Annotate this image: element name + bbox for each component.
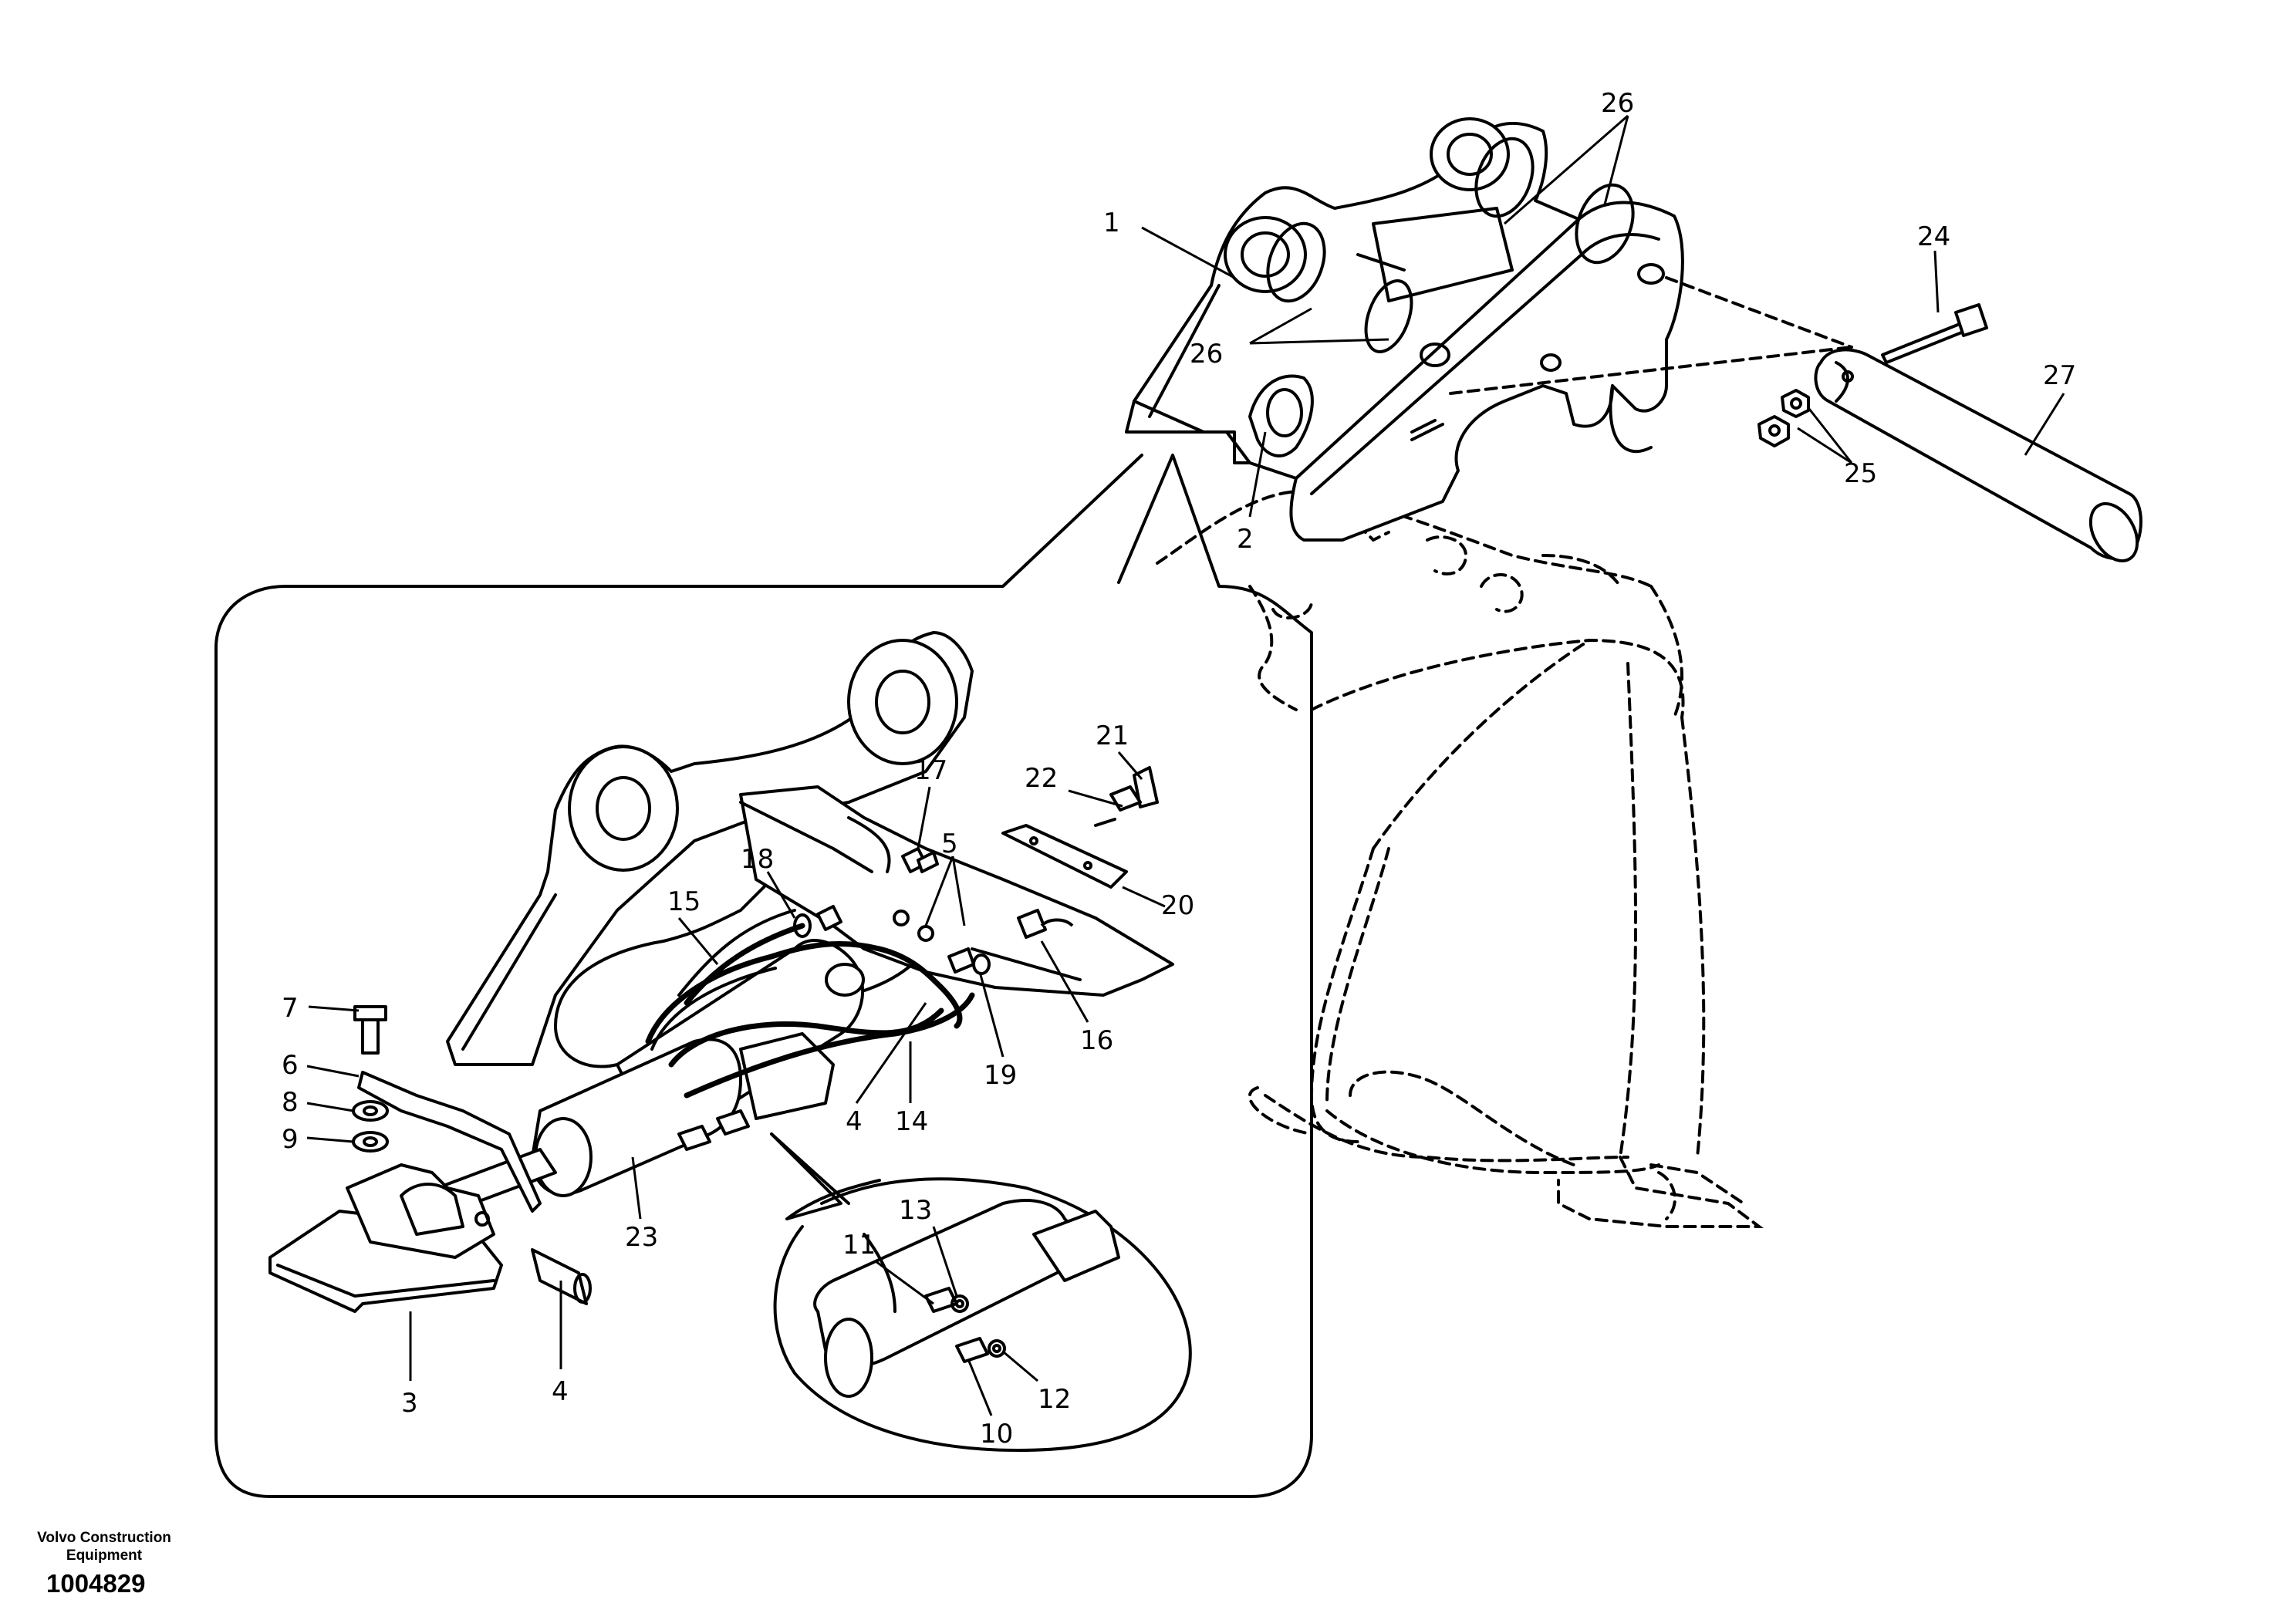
credit-line-2: Equipment xyxy=(66,1547,143,1564)
leader-lines xyxy=(306,114,2065,1416)
detail-lever-parts xyxy=(352,1005,542,1213)
callout-27: 27 xyxy=(2043,360,2076,391)
callout-16: 16 xyxy=(1080,1025,1113,1056)
callout-23: 23 xyxy=(625,1222,658,1253)
callout-15: 15 xyxy=(667,886,701,917)
detail-bracket-3 xyxy=(268,1163,592,1313)
callout-26-upper: 26 xyxy=(1601,88,1634,119)
callout-7: 7 xyxy=(282,993,299,1024)
callout-5: 5 xyxy=(941,829,958,859)
drawing-number: 1004829 xyxy=(46,1569,146,1598)
callout-24: 24 xyxy=(1917,221,1950,252)
quick-coupler-frame xyxy=(1125,117,1684,542)
detail-hoses xyxy=(645,909,975,1099)
detail-fittings xyxy=(793,847,1074,975)
callout-25: 25 xyxy=(1844,458,1877,489)
detail-coupler-body xyxy=(446,631,1174,1068)
o-rings-26 xyxy=(1266,137,1635,353)
callout-11: 11 xyxy=(842,1230,876,1261)
callout-4-upper: 4 xyxy=(846,1106,863,1137)
callout-17: 17 xyxy=(914,755,947,786)
zoom-detail-circle xyxy=(770,1132,1192,1452)
callout-6: 6 xyxy=(282,1050,299,1081)
callout-26-lower: 26 xyxy=(1190,339,1223,370)
credit-line-1: Volvo Construction xyxy=(37,1530,171,1546)
detail-bubble xyxy=(214,454,1313,1498)
callout-21: 21 xyxy=(1096,721,1129,751)
callout-12: 12 xyxy=(1038,1384,1071,1415)
callout-9: 9 xyxy=(282,1124,299,1155)
callout-20: 20 xyxy=(1161,890,1194,921)
callout-labels: 1 2 26 26 24 27 25 21 22 17 5 18 15 20 1… xyxy=(282,88,2076,1450)
pin-and-fasteners xyxy=(1449,276,2142,562)
callout-22: 22 xyxy=(1025,763,1058,794)
callout-19: 19 xyxy=(984,1060,1017,1091)
callout-4-lower: 4 xyxy=(552,1376,569,1407)
callout-1: 1 xyxy=(1103,208,1120,238)
callout-3: 3 xyxy=(401,1388,418,1419)
callout-14: 14 xyxy=(895,1106,928,1137)
callout-8: 8 xyxy=(282,1087,299,1118)
bucket-dashed-outline xyxy=(1156,489,1764,1228)
callout-2: 2 xyxy=(1237,524,1254,555)
callout-18: 18 xyxy=(741,844,774,875)
callout-10: 10 xyxy=(980,1419,1013,1450)
callout-13: 13 xyxy=(899,1195,932,1226)
